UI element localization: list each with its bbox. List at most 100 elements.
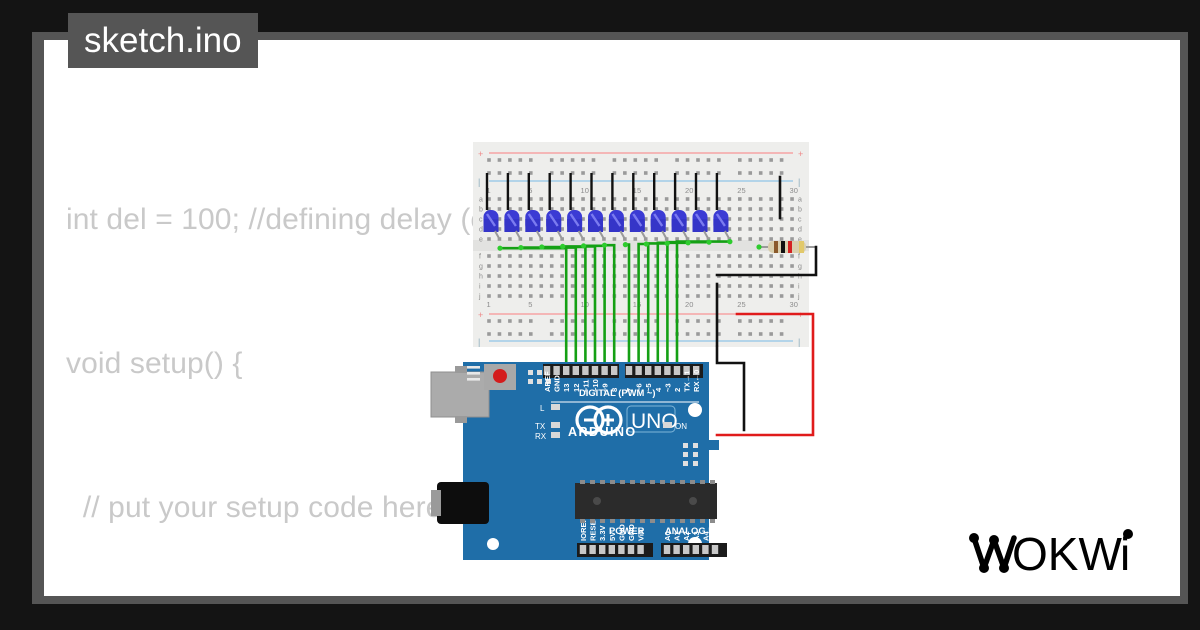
blue-led[interactable] — [671, 210, 687, 232]
pin-label: RESET — [589, 515, 598, 541]
pin-label: GND — [627, 524, 636, 541]
board-brand-label: ARDUINO — [568, 425, 637, 439]
pin-label: 2 — [673, 388, 682, 392]
pin-label: ~11 — [581, 379, 590, 392]
rail-plus-label: + — [478, 310, 483, 320]
pin-label: ~9 — [601, 383, 610, 392]
pin-label: AREF — [543, 371, 552, 392]
blue-led[interactable] — [608, 210, 624, 232]
svg-text:20: 20 — [685, 300, 693, 309]
pin-label: 7 — [625, 388, 634, 392]
svg-text:25: 25 — [737, 186, 745, 195]
svg-text:c: c — [798, 217, 802, 224]
led-tx-label: TX — [535, 422, 546, 431]
icsp-header-2 — [683, 443, 698, 466]
resistor[interactable] — [756, 241, 816, 253]
blue-led[interactable] — [567, 210, 583, 232]
svg-text:g: g — [798, 264, 802, 271]
led-rx-label: RX — [535, 432, 547, 441]
blue-led[interactable] — [504, 210, 520, 232]
svg-text:5: 5 — [528, 300, 532, 309]
usb-connector — [430, 371, 490, 418]
pin-label: 12 — [572, 384, 581, 392]
rail-minus-label: | — [478, 337, 480, 347]
pin-label: TX→1 — [683, 370, 692, 392]
pin-label: 3.3V — [598, 524, 607, 541]
rail-minus-label: | — [798, 337, 800, 347]
blue-led[interactable] — [629, 210, 645, 232]
led-l-label: L — [540, 404, 545, 413]
blue-led[interactable] — [546, 210, 562, 232]
svg-text:i: i — [479, 284, 481, 291]
rail-minus-label: | — [798, 177, 800, 187]
svg-text:a: a — [479, 197, 483, 204]
led-on-label: ON — [675, 422, 687, 431]
pin-label: A3 — [692, 531, 701, 541]
svg-text:j: j — [797, 294, 800, 301]
svg-text:j: j — [478, 294, 481, 301]
mounting-hole — [487, 538, 499, 550]
pin-label: A4 — [701, 531, 710, 541]
pin-label: 8 — [610, 388, 619, 392]
svg-text:e: e — [798, 237, 802, 244]
file-tab-sketch-ino[interactable]: sketch.ino — [68, 13, 258, 68]
blue-led[interactable] — [650, 210, 666, 232]
svg-text:i: i — [798, 284, 800, 291]
pin-label: 4 — [654, 387, 663, 392]
mounting-hole — [688, 403, 702, 417]
pin-label: Vin — [637, 529, 646, 541]
blue-led[interactable] — [692, 210, 708, 232]
content-sheet: int del = 100; //defining delay (can be … — [44, 40, 1180, 596]
svg-text:1: 1 — [487, 186, 491, 195]
svg-text:f: f — [479, 254, 481, 261]
svg-text:20: 20 — [685, 186, 693, 195]
blue-led[interactable] — [483, 210, 499, 232]
arduino-infinity-logo — [575, 405, 623, 435]
blue-led[interactable] — [588, 210, 603, 232]
svg-text:d: d — [479, 227, 483, 234]
power-wire — [715, 312, 815, 437]
blue-led[interactable] — [713, 210, 729, 232]
blue-led[interactable] — [525, 210, 541, 232]
board-model-label: UNO — [631, 410, 678, 433]
wokwi-logo: OKW i — [969, 528, 1133, 580]
svg-text:f: f — [798, 254, 800, 261]
led-l-indicator — [551, 404, 560, 410]
svg-text:c: c — [479, 217, 483, 224]
pin-label: GND — [617, 524, 626, 541]
pin-label: ~6 — [635, 383, 644, 392]
ground-wires — [715, 175, 818, 432]
pin-label: A5 — [711, 531, 720, 541]
pin-label: ~3 — [663, 383, 672, 392]
pin-label: A1 — [673, 531, 682, 541]
digital-header-left[interactable] — [543, 364, 619, 378]
digital-section-label: DIGITAL (PWM ~) — [579, 387, 655, 398]
code-line: void setup() { — [66, 347, 243, 380]
svg-text:b: b — [798, 207, 802, 214]
svg-text:15: 15 — [633, 186, 641, 195]
svg-text:g: g — [479, 264, 483, 271]
pin-label: GND — [553, 375, 562, 392]
rail-plus-label: + — [478, 149, 483, 159]
power-jack — [437, 482, 489, 524]
pin-label: RX←0 — [692, 370, 701, 392]
svg-text:OKW: OKW — [1012, 528, 1122, 580]
svg-text:e: e — [479, 237, 483, 244]
led-rx-indicator — [551, 432, 560, 438]
pin-label: IOREF — [579, 517, 588, 541]
pin-label: ~5 — [644, 383, 653, 392]
svg-text:b: b — [479, 207, 483, 214]
pin-label: A0 — [663, 531, 672, 541]
pin-label: 13 — [562, 384, 571, 392]
analog-section-label: ANALOG IN — [665, 525, 718, 536]
led-tx-indicator — [551, 422, 560, 428]
svg-text:a: a — [798, 197, 802, 204]
led-on-indicator — [663, 422, 672, 428]
svg-text:d: d — [798, 227, 802, 234]
rail-minus-label: | — [478, 177, 480, 187]
svg-text:5: 5 — [528, 186, 532, 195]
pin-label: ~10 — [591, 379, 600, 392]
svg-text:10: 10 — [581, 186, 589, 195]
